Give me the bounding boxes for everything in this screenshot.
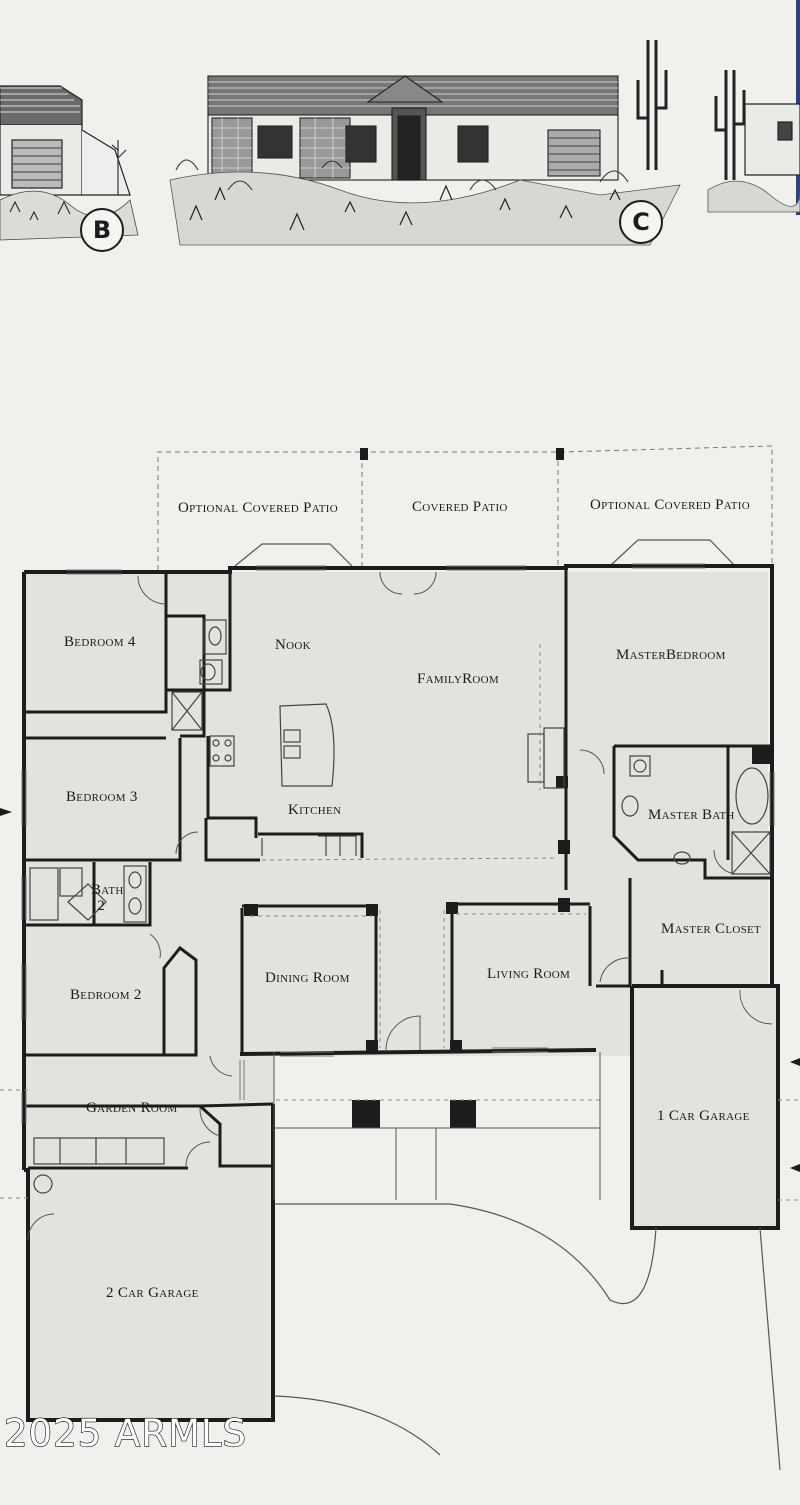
interior-fill: [24, 572, 778, 1420]
patio-column: [360, 448, 368, 460]
label-one-car-garage: 1 Car Garage: [657, 1108, 750, 1124]
elevation-partial-right-sketch: [707, 70, 800, 213]
patio-outlines: [157, 445, 773, 570]
bay-window-right: [609, 539, 736, 567]
elevation-tag-c: C: [619, 200, 663, 244]
edge-arrow-left: [0, 808, 12, 816]
elevation-tag-b: B: [80, 208, 124, 252]
edge-arrow-right: [790, 1058, 800, 1066]
bay-window-left: [234, 543, 353, 567]
elevation-b-sketch: [0, 85, 139, 241]
driveway: [273, 1203, 781, 1471]
edge-arrow-right: [790, 1164, 800, 1172]
elevation-c-sketch: [169, 40, 681, 246]
label-optional-covered-patio-left: Optional Covered Patio: [178, 500, 338, 516]
doors: [27, 571, 773, 1241]
label-living-room: Living Room: [487, 966, 571, 982]
label-bedroom-3: Bedroom 3: [66, 789, 138, 805]
label-bedroom-2: Bedroom 2: [70, 987, 142, 1003]
label-master-bath: Master Bath: [648, 807, 735, 823]
windows: [21, 563, 775, 1124]
label-garden-room: Garden Room: [86, 1100, 178, 1116]
dashed-lines: [0, 644, 800, 1201]
label-master-bedroom: MasterBedroom: [616, 647, 726, 663]
interior-walls: [24, 566, 772, 1170]
entry-walkway: [273, 1052, 601, 1200]
label-family-room: FamilyRoom: [417, 671, 499, 687]
watermark: 2025 ARMLS: [3, 1411, 247, 1455]
structural-posts: [244, 746, 772, 1128]
label-master-closet: Master Closet: [661, 921, 762, 937]
label-two-car-garage: 2 Car Garage: [106, 1285, 199, 1301]
elevation-sketches: [0, 40, 800, 246]
label-optional-covered-patio-right: Optional Covered Patio: [590, 497, 750, 513]
label-bath-2: Bath 2: [91, 882, 124, 914]
label-kitchen: Kitchen: [288, 802, 342, 818]
label-bedroom-4: Bedroom 4: [64, 634, 136, 650]
label-dining-room: Dining Room: [265, 970, 350, 986]
label-covered-patio: Covered Patio: [412, 499, 508, 515]
label-nook: Nook: [275, 637, 311, 653]
fixtures: [29, 619, 771, 1194]
patio-column: [556, 448, 564, 460]
